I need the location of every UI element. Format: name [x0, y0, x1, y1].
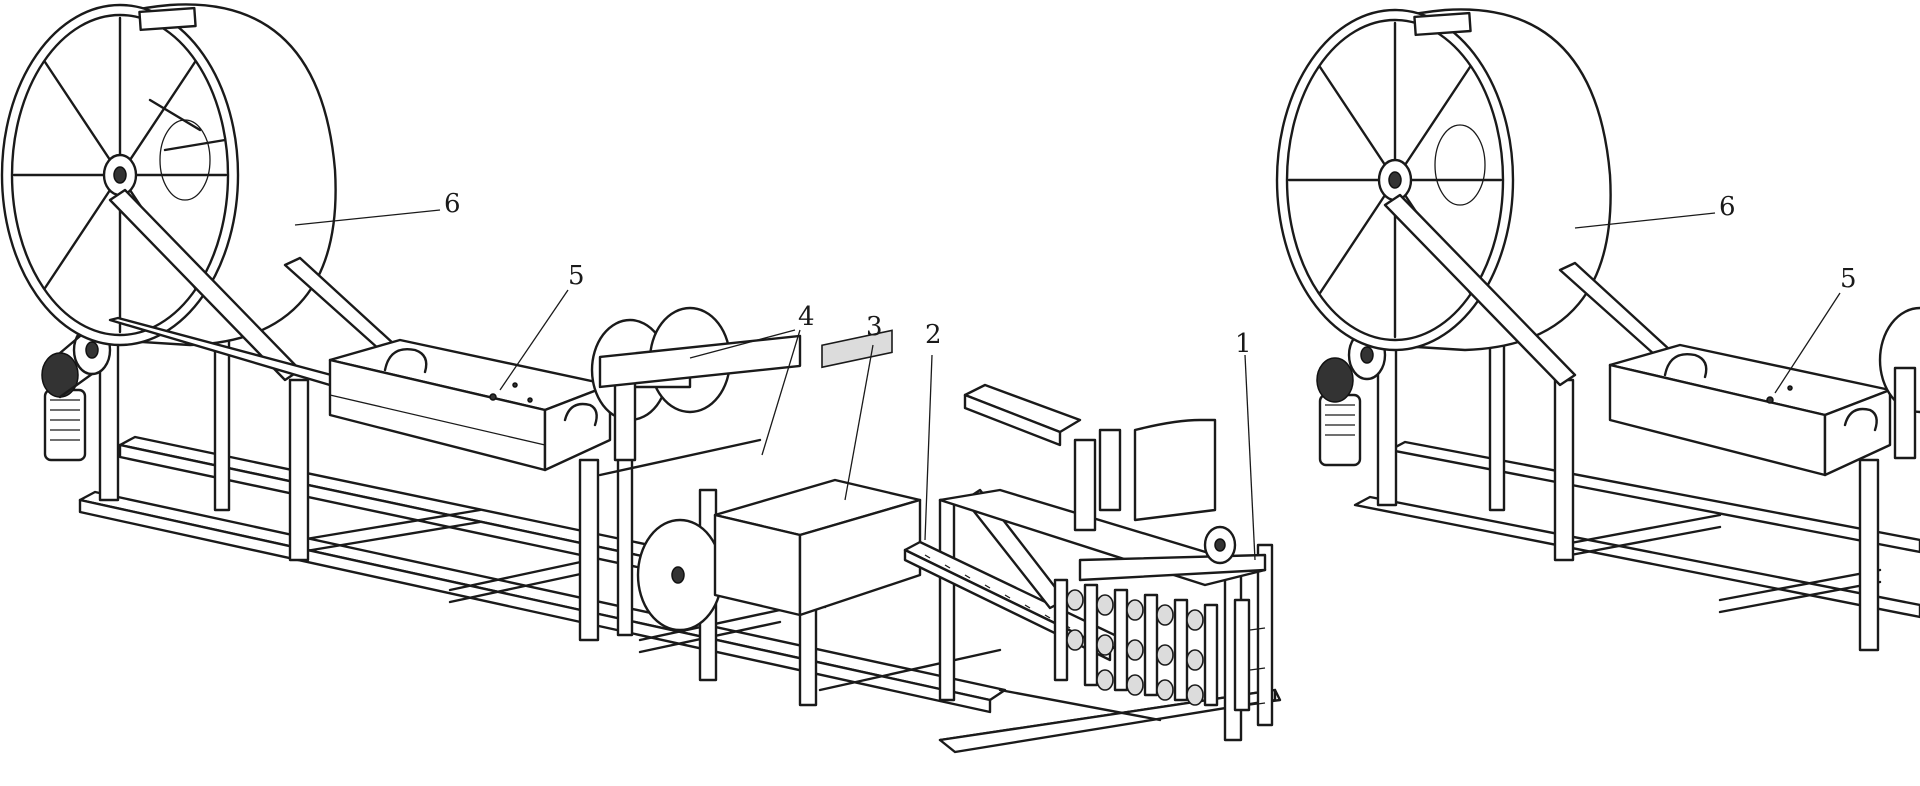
leader-lines	[294, 209, 1256, 561]
roller-station	[938, 383, 1267, 712]
callout-6-dup: 6	[1719, 192, 1736, 222]
machine-duplicate: 5 6	[1275, 8, 1920, 652]
leader-lines-dup	[1574, 212, 1841, 394]
housing-box-dup	[1608, 306, 1920, 477]
drive-motor-dup	[1316, 329, 1387, 467]
base-frame-dup	[1353, 440, 1920, 619]
callout-3: 3	[866, 312, 883, 342]
guide-spools	[590, 306, 802, 632]
callout-labels-dup: 5 6	[1719, 192, 1857, 294]
callout-1: 1	[1235, 329, 1252, 359]
housing-box	[328, 338, 612, 472]
callout-5: 5	[568, 261, 585, 291]
callout-5-dup: 5	[1840, 264, 1857, 294]
callout-4: 4	[798, 302, 815, 332]
callout-2: 2	[925, 320, 942, 350]
callout-6: 6	[444, 189, 461, 219]
roller-grid	[1053, 578, 1266, 712]
take-up-drum	[0, 3, 397, 390]
machine-main: 1 2 3 4 5 6	[0, 3, 1282, 754]
callout-labels: 1 2 3 4 5 6	[444, 189, 1252, 359]
feed-box	[713, 329, 922, 617]
take-up-drum-dup	[1275, 8, 1672, 387]
